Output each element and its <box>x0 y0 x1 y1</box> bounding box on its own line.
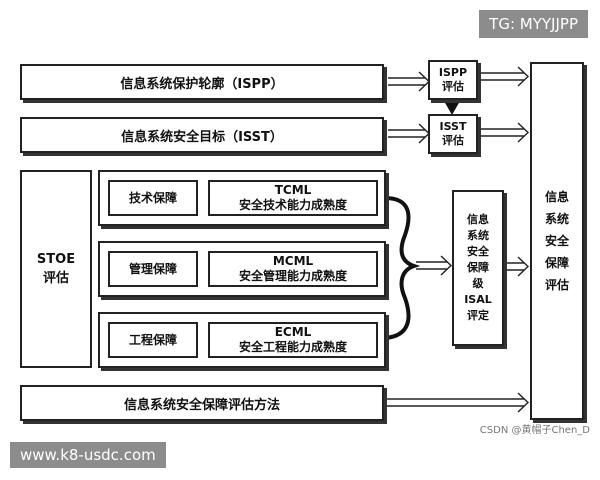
ispp-bar: 信息系统保护轮廓（ISPP） <box>20 64 384 100</box>
final-line5: 评估 <box>544 278 569 292</box>
stoe-label-line2: 评估 <box>42 271 69 286</box>
engineering-assurance-row: 工程保障 ECML 安全工程能力成熟度 <box>98 312 386 368</box>
ecml-desc: 安全工程能力成熟度 <box>238 340 347 354</box>
isst-eval-line2: 评估 <box>442 134 464 147</box>
ispp-eval-box: ISPP 评估 <box>428 60 478 100</box>
ecml-code: ECML <box>274 325 312 339</box>
technical-assurance-text: 技术保障 <box>128 190 177 205</box>
arrow-isst-eval-to-final <box>480 122 530 143</box>
isst-bar: 信息系统安全目标（ISST） <box>20 117 384 153</box>
arrow-brace-to-isal <box>416 255 453 276</box>
method-bar-label: 信息系统安全保障评估方法 <box>123 397 280 413</box>
arrow-ispp-eval-to-final <box>480 66 530 87</box>
isal-line1: 信息 <box>467 213 489 226</box>
arrow-isst-to-eval <box>388 123 431 144</box>
stoe-box: STOE 评估 <box>20 170 92 368</box>
isal-box: 信息 系统 安全 保障 级 ISAL 评定 <box>452 190 504 346</box>
isal-line5: 级 <box>472 277 484 290</box>
ispp-eval-line2: 评估 <box>442 80 464 93</box>
tcml-code: TCML <box>274 183 312 197</box>
isst-bar-label: 信息系统安全目标（ISST） <box>121 129 283 145</box>
stoe-label-line1: STOE <box>36 252 76 267</box>
arrow-isal-to-final <box>506 256 530 277</box>
url-watermark: www.k8-usdc.com <box>10 442 166 468</box>
isal-line7: 评定 <box>467 309 489 322</box>
final-line4: 保障 <box>544 256 569 270</box>
mcml-box: MCML 安全管理能力成熟度 <box>208 251 378 287</box>
final-line1: 信息 <box>544 190 569 204</box>
tcml-box: TCML 安全技术能力成熟度 <box>208 180 378 216</box>
management-assurance-row: 管理保障 MCML 安全管理能力成熟度 <box>98 241 386 297</box>
isst-eval-box: ISST 评估 <box>428 114 478 154</box>
method-bar: 信息系统安全保障评估方法 <box>20 385 384 421</box>
management-assurance-label: 管理保障 <box>108 251 198 287</box>
final-line2: 系统 <box>544 212 569 226</box>
isal-line2: 系统 <box>467 229 489 242</box>
isal-line3: 安全 <box>467 245 489 258</box>
isst-eval-line1: ISST <box>439 120 467 133</box>
arrow-ispp-to-eval <box>388 71 431 92</box>
engineering-assurance-label: 工程保障 <box>108 322 198 358</box>
tcml-desc: 安全技术能力成熟度 <box>238 198 347 212</box>
final-line3: 安全 <box>544 234 569 248</box>
engineering-assurance-text: 工程保障 <box>128 332 177 347</box>
isal-line4: 保障 <box>467 261 489 274</box>
ecml-box: ECML 安全工程能力成熟度 <box>208 322 378 358</box>
ispp-bar-label: 信息系统保护轮廓（ISPP） <box>120 76 284 92</box>
csdn-watermark: CSDN @黄帽子Chen_D <box>479 425 590 436</box>
curly-brace <box>384 196 421 340</box>
mcml-desc: 安全管理能力成熟度 <box>238 269 347 283</box>
management-assurance-text: 管理保障 <box>128 261 177 276</box>
tg-watermark: TG: MYYJJPP <box>479 10 588 38</box>
isal-line6: ISAL <box>464 293 492 306</box>
arrow-method-to-final <box>386 392 530 413</box>
final-assurance-box: 信息 系统 安全 保障 评估 <box>530 62 584 420</box>
mcml-code: MCML <box>272 254 314 268</box>
technical-assurance-label: 技术保障 <box>108 180 198 216</box>
technical-assurance-row: 技术保障 TCML 安全技术能力成熟度 <box>98 170 386 226</box>
ispp-eval-line1: ISPP <box>438 66 468 79</box>
